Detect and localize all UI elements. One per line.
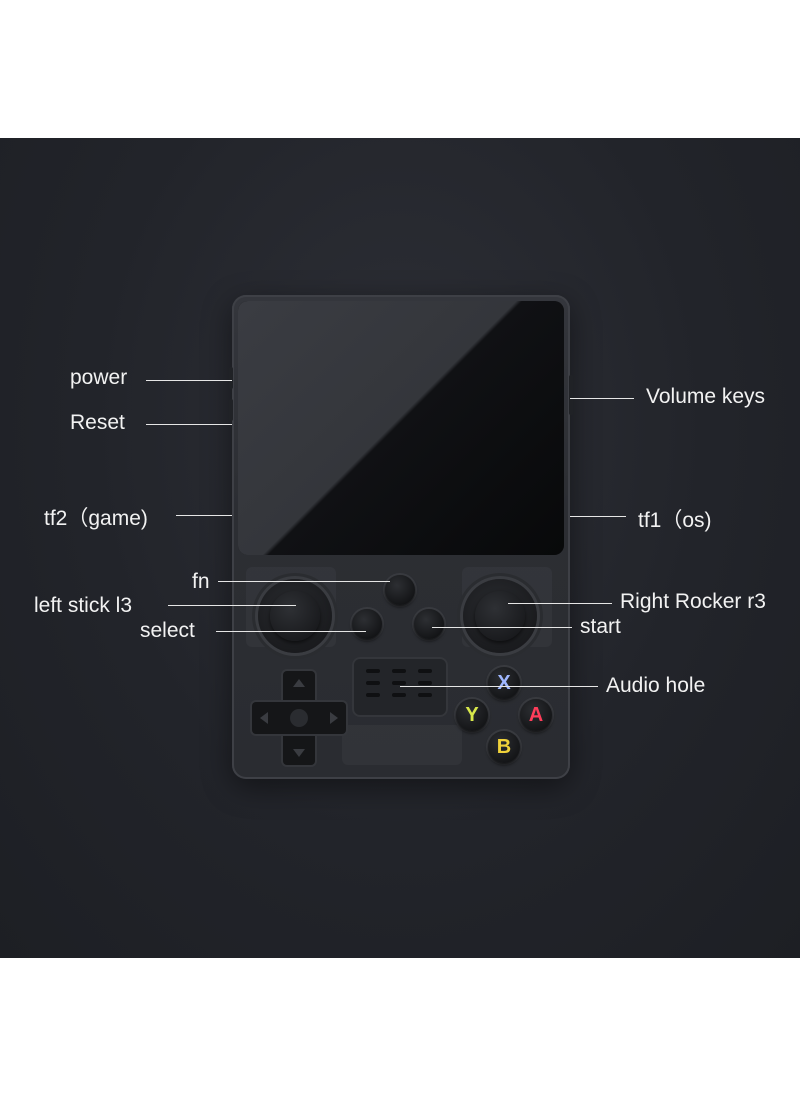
d-pad [252, 671, 346, 765]
power-side-button [229, 367, 233, 389]
speaker-slot [418, 669, 432, 673]
speaker-grille [352, 657, 448, 717]
d-pad-center [290, 709, 308, 727]
right-rocker-label: Right Rocker r3 [620, 590, 766, 613]
reset-leader-line [146, 424, 232, 425]
tf1-leader-line [570, 516, 626, 517]
product-diagram: X Y A B power Reset tf2（game) fn left st… [0, 138, 800, 958]
start-label: start [580, 615, 621, 638]
right-rocker [463, 579, 537, 653]
arrow-left-icon [260, 712, 268, 724]
internal-bottom-board [342, 725, 462, 765]
left-stick-leader-line [168, 605, 296, 606]
y-button: Y [456, 699, 488, 731]
tf1-label: tf1（os) [638, 509, 712, 532]
speaker-slot [392, 669, 406, 673]
left-stick-label: left stick l3 [34, 594, 133, 617]
audio-hole-label: Audio hole [606, 674, 706, 697]
power-leader-line [146, 380, 232, 381]
right-rocker-cap [475, 591, 525, 641]
power-label: power [70, 366, 128, 389]
x-button: X [488, 667, 520, 699]
left-stick-cap [270, 591, 320, 641]
tf2-leader-line [176, 515, 232, 516]
volume-leader-line [570, 398, 634, 399]
select-label: select [140, 619, 195, 642]
speaker-slot [366, 693, 380, 697]
arrow-up-icon [293, 679, 305, 687]
a-button: A [520, 699, 552, 731]
fn-button [385, 575, 415, 605]
audio-hole-leader-line [400, 686, 598, 687]
arrow-down-icon [293, 749, 305, 757]
speaker-slot [392, 693, 406, 697]
reset-side-button [229, 399, 233, 421]
fn-leader-line [218, 581, 390, 582]
reset-label: Reset [70, 411, 125, 434]
console-screen [238, 301, 564, 555]
volume-side-keys [569, 375, 573, 415]
select-button [352, 609, 382, 639]
speaker-slot [366, 669, 380, 673]
start-leader-line [432, 627, 572, 628]
select-leader-line [216, 631, 366, 632]
b-button: B [488, 731, 520, 763]
tf2-label: tf2（game) [44, 507, 148, 530]
speaker-slot [366, 681, 380, 685]
fn-label: fn [192, 570, 210, 593]
speaker-slot [418, 681, 432, 685]
screen-glare [238, 301, 564, 555]
volume-keys-label: Volume keys [646, 385, 766, 408]
left-stick [258, 579, 332, 653]
speaker-slot [392, 681, 406, 685]
arrow-right-icon [330, 712, 338, 724]
start-button [414, 609, 444, 639]
speaker-slot [418, 693, 432, 697]
handheld-console: X Y A B [229, 295, 573, 779]
right-rocker-leader-line [508, 603, 612, 604]
